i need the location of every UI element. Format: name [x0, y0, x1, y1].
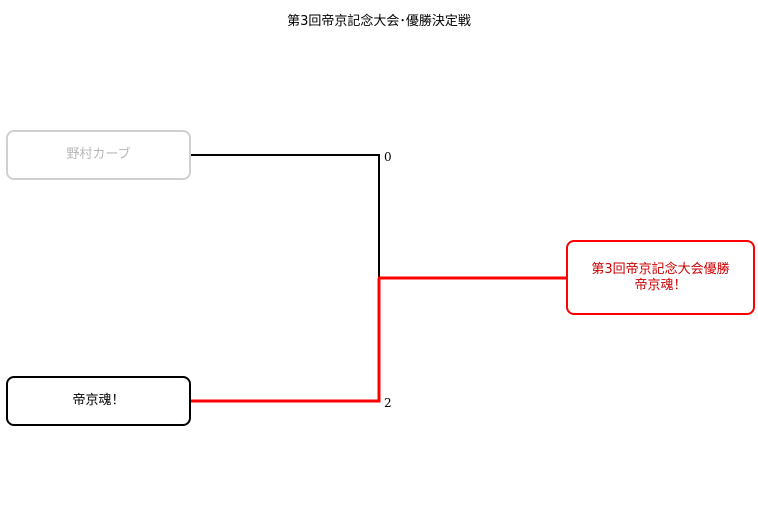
team-name-bottom: 帝京魂！: [72, 393, 125, 408]
page-title: 第3回帝京記念大会･優勝決定戦: [287, 14, 471, 29]
score-top: 0: [384, 150, 392, 164]
champion-box[interactable]: 第3回帝京記念大会優勝 帝京魂！: [566, 240, 755, 315]
team-box-top[interactable]: 野村カーブ: [6, 130, 191, 180]
champion-team: 帝京魂！: [634, 277, 687, 293]
team-name-top: 野村カーブ: [66, 147, 131, 162]
champion-title: 第3回帝京記念大会優勝: [591, 261, 730, 277]
score-bottom: 2: [384, 396, 392, 410]
team-box-bottom[interactable]: 帝京魂！: [6, 376, 191, 426]
bracket-line-top-team: [191, 154, 380, 278]
bracket-line-bottom-team: [191, 278, 381, 403]
